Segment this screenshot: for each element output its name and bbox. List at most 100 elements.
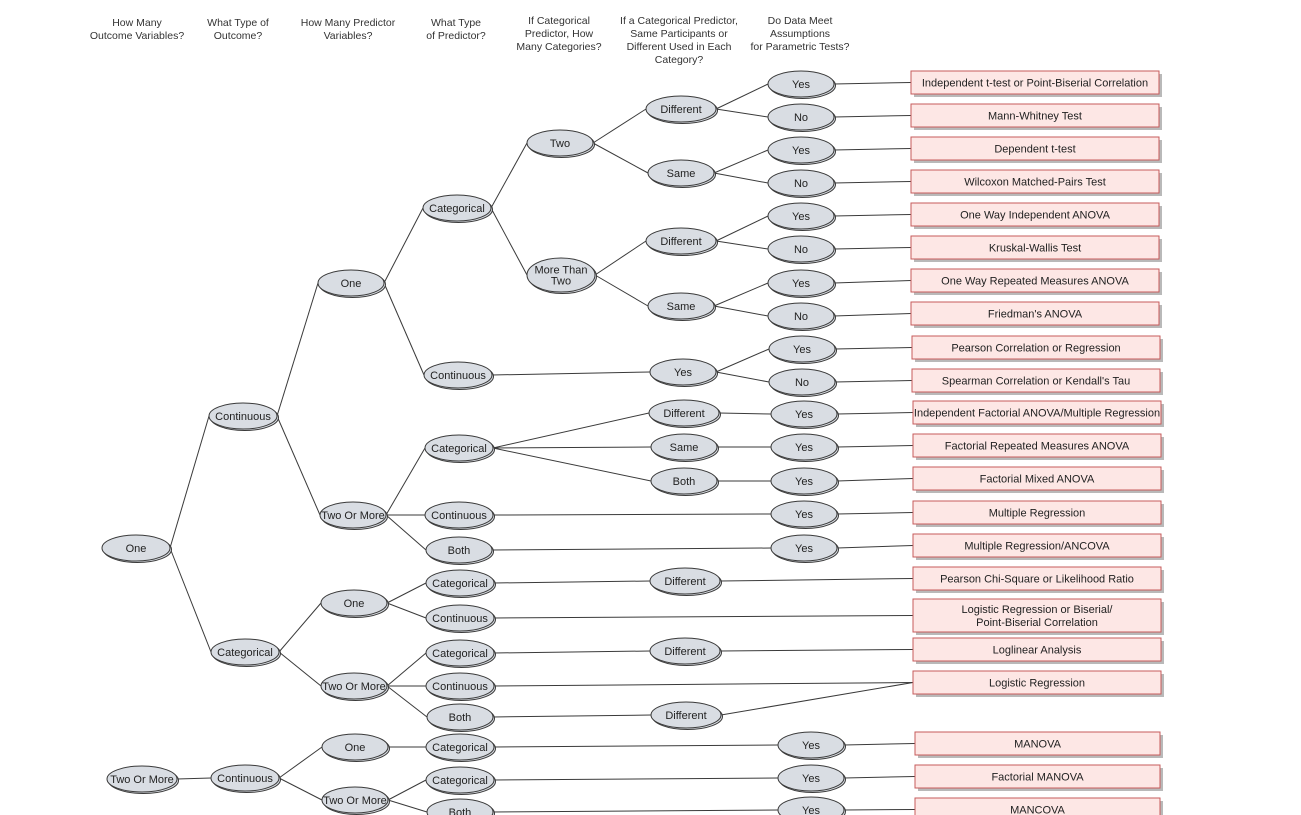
node-label: No [794,311,808,323]
node-label: Yes [674,367,692,379]
node-different: Different [649,637,722,666]
edge-n_yes_cp-n_yes_9 [715,348,770,373]
node-no: No [767,235,836,264]
result-box-one-way-repeated-measures-anova: One Way Repeated Measures ANOVA [910,268,1162,295]
column-header-line: What Type of [207,17,269,29]
node-categorical: Categorical [424,434,495,463]
node-label-line: No [795,377,809,389]
edge-n_cat_c-n_diff_d [493,580,651,584]
result-box-factorial-manova: Factorial MANOVA [914,764,1163,791]
node-label: Yes [792,211,810,223]
node-continuous: Continuous [208,402,279,431]
node-yes: Yes [777,764,846,793]
edge-n_yes_11-r11 [836,412,914,415]
node-ellipse [425,604,495,632]
edge-n_cont2-n_m_one [278,746,323,779]
node-label: Continuous [217,773,273,785]
node-label: Continuous [432,613,488,625]
node-continuous: Continuous [425,604,496,633]
node-ellipse [649,637,721,665]
result-label: Factorial Mixed ANOVA [980,474,1095,486]
node-label: Both [449,712,472,724]
node-label: No [794,112,808,124]
node-different: Different [645,227,718,256]
node-label: Categorical [432,578,488,590]
node-label: Both [673,476,696,488]
node-categorical: Categorical [210,638,281,667]
node-label-line: Yes [674,367,692,379]
result-label-line: Dependent t-test [994,144,1075,156]
node-label: Categorical [432,775,488,787]
node-yes: Yes [777,796,846,815]
node-categorical: Categorical [422,194,493,223]
node-categorical: Categorical [425,766,496,795]
result-box-frame [910,169,1160,194]
result-label: One Way Independent ANOVA [960,210,1110,222]
result-box-pearson-chi-square-or-likelihood-ratio: Pearson Chi-Square or Likelihood Ratio [912,566,1164,593]
result-label: Pearson Correlation or Regression [951,343,1120,355]
node-label: Yes [795,409,813,421]
result-box-logistic-regression-or-biserial-point-biserial-correlation: Logistic Regression or Biserial/Point-Bi… [912,598,1164,635]
edge-n_same_a-n_no_4 [713,172,769,184]
node-label: Yes [802,740,820,752]
node-ellipse [106,765,178,793]
node-same: Same [647,292,716,321]
result-box-spearman-correlation-or-kendall-s-tau: Spearman Correlation or Kendall's Tau [911,368,1163,395]
node-ellipse [647,159,715,187]
node-same: Same [650,433,719,462]
node-label-line: Yes [795,442,813,454]
result-label-line: Pearson Chi-Square or Likelihood Ratio [940,574,1134,586]
result-label: Multiple Regression/ANCOVA [964,541,1110,553]
node-label: Categorical [217,647,273,659]
result-box-frame [912,533,1162,558]
edge-n_contp_b-n_yes_14 [492,513,772,516]
result-boxes: Independent t-test or Point-Biserial Cor… [910,70,1164,815]
node-label-line: Two [551,276,571,288]
result-label-line: Independent t-test or Point-Biserial Cor… [922,78,1148,90]
edge-n_cont-n_cont_one [276,282,319,417]
result-label-line: Spearman Correlation or Kendall's Tau [942,376,1130,388]
node-yes: Yes [767,70,836,99]
node-ellipse [777,764,845,792]
node-label-line: Same [667,168,696,180]
node-label-line: Continuous [431,510,487,522]
result-box-frame [914,764,1161,789]
node-label-line: Continuous [430,370,486,382]
result-label-line: Loglinear Analysis [993,645,1082,657]
result-box-frame [912,598,1162,633]
column-header-line: Many Categories? [516,41,601,53]
node-ellipse [425,639,495,667]
node-continuous: Continuous [423,361,494,390]
result-label-line: MANOVA [1014,739,1062,751]
node-label-line: Categorical [432,648,488,660]
node-two: Two [526,129,595,158]
edge-n_co_one-n_contp_c [386,602,427,619]
node-label-line: Yes [795,476,813,488]
edge-n_both_d-n_diff_f [492,714,652,718]
node-ellipse [425,733,495,761]
result-label: One Way Repeated Measures ANOVA [941,276,1129,288]
edge-n_catout-n_co_two [278,651,322,687]
node-ellipse [424,501,494,529]
node-label-line: Yes [802,773,820,785]
node-label-line: Yes [792,278,810,290]
node-ellipse [650,701,722,729]
node-label-line: Same [667,301,696,313]
node-label: Categorical [432,742,488,754]
node-ellipse [423,361,493,389]
node-label: No [795,377,809,389]
result-box-factorial-repeated-measures-anova: Factorial Repeated Measures ANOVA [912,433,1164,460]
result-label-line: Friedman's ANOVA [988,309,1083,321]
result-label-line: Logistic Regression or Biserial/ [961,604,1113,616]
column-header-line: Variables? [324,30,373,42]
node-label: Two [550,138,570,150]
node-label-line: Yes [795,543,813,555]
edge-n_same_b-n_yes_7 [713,282,769,307]
edge-n_no_6-r6 [833,247,912,250]
node-yes: Yes [770,400,839,429]
edge-n_yes_14-r14 [836,512,914,515]
